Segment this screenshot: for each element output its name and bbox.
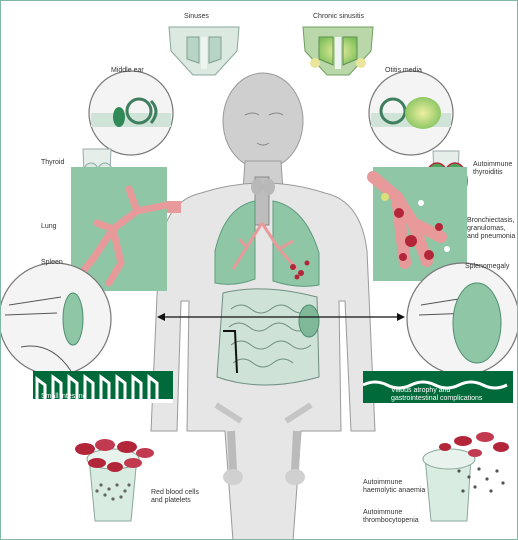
label-thrombocytopenia: Autoimmune thrombocytopenia: [363, 509, 419, 525]
label-lung: Lung: [41, 223, 57, 231]
chronic-sinusitis-illustration: [303, 27, 373, 75]
otitis-media-illustration: [369, 71, 453, 155]
label-chronic-sinusitis: Chronic sinusitis: [313, 13, 364, 21]
label-splenomegaly: Splenomegaly: [465, 263, 509, 271]
bone-marrow-normal: [75, 439, 154, 521]
label-middle-ear: Middle ear: [111, 67, 144, 75]
label-sinuses: Sinuses: [184, 13, 209, 21]
label-villous-atrophy: Villous atrophy and gastrointestinal com…: [391, 387, 482, 403]
label-rbc-platelets: Red blood cells and platelets: [151, 489, 199, 505]
sinuses-illustration: [169, 27, 239, 75]
label-bronchiectasis: Bronchiectasis, granulomas, and pneumoni…: [467, 217, 515, 241]
bone-marrow-autoimmune: [423, 432, 509, 521]
label-otitis-media: Otitis media: [385, 67, 422, 75]
intestines: [217, 289, 319, 385]
label-thyroid: Thyroid: [41, 159, 64, 167]
label-haemolytic-anaemia: Autoimmune haemolytic anaemia: [363, 479, 425, 495]
label-spleen: Spleen: [41, 259, 63, 267]
lung-panel: [71, 167, 181, 291]
label-autoimmune-thyroiditis: Autoimmune thyroiditis: [473, 161, 512, 177]
middle-ear-illustration: [89, 71, 173, 155]
label-small-intestine: Small intestine: [41, 393, 87, 401]
spleen-illustration: [1, 263, 111, 375]
splenomegaly-illustration: [407, 263, 517, 375]
